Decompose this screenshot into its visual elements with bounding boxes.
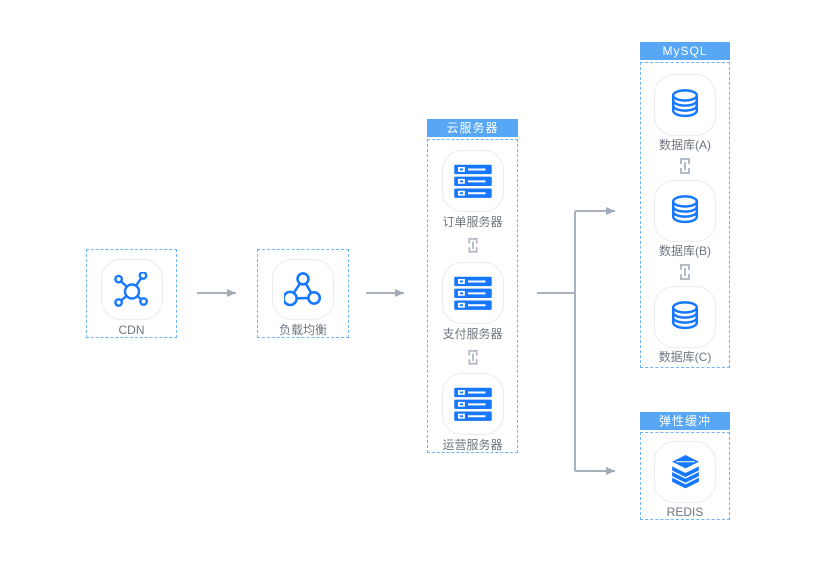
node-payment-server[interactable]: 支付服务器 (441, 261, 504, 341)
order-server-label: 订单服务器 (442, 215, 503, 229)
node-order-server[interactable]: 订单服务器 (441, 150, 504, 229)
database-icon (671, 301, 699, 330)
server-icon (453, 387, 492, 421)
operations-server-label: 运营服务器 (442, 438, 503, 452)
database-a-label: 数据库(A) (659, 138, 711, 152)
server-icon (453, 276, 492, 310)
node-cdn[interactable]: CDN (86, 249, 177, 338)
operations-server-icon-tile[interactable] (441, 373, 504, 435)
node-database-a[interactable]: 数据库(A) (654, 74, 716, 152)
database-icon (671, 195, 699, 224)
node-database-c[interactable]: 数据库(C) (654, 286, 716, 364)
group-elastic-cache: 弹性缓冲 REDIS (640, 412, 730, 520)
cdn-label: CDN (118, 323, 145, 337)
database-c-icon-tile[interactable] (654, 286, 716, 348)
chain-link-icon (680, 158, 690, 174)
payment-server-icon-tile[interactable] (441, 261, 504, 324)
database-a-icon-tile[interactable] (654, 74, 716, 136)
layer-stack-icon (671, 454, 699, 488)
load-balancer-icon-tile[interactable] (272, 259, 334, 320)
node-operations-server[interactable]: 运营服务器 (441, 373, 504, 452)
group-cloud-server-title: 云服务器 (427, 119, 518, 137)
payment-server-label: 支付服务器 (442, 326, 503, 341)
cdn-icon-tile[interactable] (100, 259, 163, 320)
group-elastic-cache-body: REDIS (640, 432, 730, 520)
chain-link-icon (467, 237, 478, 253)
group-elastic-cache-title: 弹性缓冲 (640, 412, 730, 430)
database-icon (671, 89, 699, 118)
redis-icon-tile[interactable] (654, 441, 716, 503)
load-balancer-icon (284, 271, 322, 306)
server-icon (453, 164, 492, 198)
group-mysql: MySQL 数据库(A) (640, 42, 730, 368)
order-server-icon-tile[interactable] (441, 150, 504, 212)
group-mysql-body: 数据库(A) (640, 62, 730, 368)
network-hub-icon (113, 271, 148, 307)
database-b-label: 数据库(B) (659, 244, 711, 258)
group-cloud-server: 云服务器 订单服务器 (427, 119, 518, 453)
group-cloud-server-body: 订单服务器 (427, 139, 518, 453)
node-load-balancer[interactable]: 负载均衡 (257, 249, 349, 338)
database-b-icon-tile[interactable] (654, 180, 716, 242)
load-balancer-label: 负载均衡 (278, 323, 327, 337)
node-redis[interactable]: REDIS (654, 441, 716, 519)
chain-link-icon (467, 349, 478, 365)
chain-link-icon (680, 264, 690, 280)
group-mysql-title: MySQL (640, 42, 730, 60)
node-database-b[interactable]: 数据库(B) (654, 180, 716, 258)
redis-label: REDIS (666, 505, 704, 519)
database-c-label: 数据库(C) (658, 350, 712, 364)
